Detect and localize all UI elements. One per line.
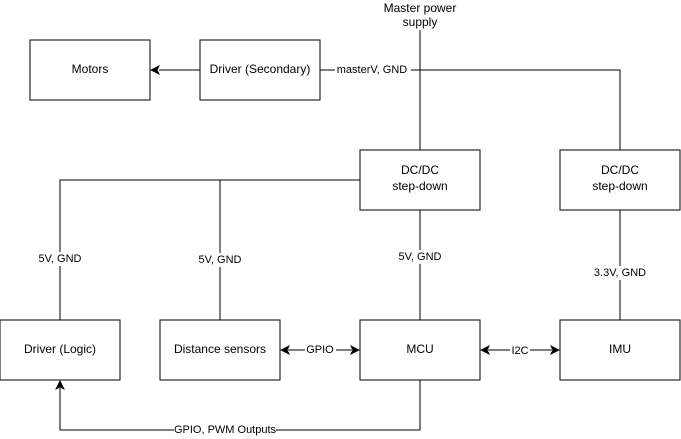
- distance-sensors-box: Distance sensors: [159, 319, 281, 381]
- gpio-pwm-label: GPIO, PWM Outputs: [174, 424, 277, 436]
- motors-label: Motors: [72, 62, 109, 76]
- driver-logic-arrowhead: [55, 380, 65, 390]
- mcu-supply-label: 5V, GND: [398, 251, 441, 263]
- gpio-right-arrowhead: [350, 345, 360, 355]
- distance-sensors-label: Distance sensors: [174, 342, 266, 356]
- master-bus-label: masterV, GND: [337, 64, 408, 76]
- gpio-label: GPIO: [306, 344, 334, 356]
- dcdc-imu-label-line2: step-down: [592, 179, 647, 193]
- master-power-supply-label-line1: Master power: [384, 1, 457, 15]
- imu-supply-label: 3.3V, GND: [594, 267, 646, 279]
- gpio-pwm-link: [59, 380, 421, 431]
- driver-logic-supply-label: 5V, GND: [38, 253, 81, 265]
- imu-label: IMU: [609, 342, 631, 356]
- driver-secondary-label: Driver (Secondary): [210, 62, 311, 76]
- master-power-supply-label-line2: supply: [403, 15, 438, 29]
- i2c-right-arrowhead: [550, 345, 560, 355]
- dcdc-to-driver-logic-wire: [59, 179, 360, 320]
- motors-box: Motors: [29, 39, 151, 101]
- mcu-box: MCU: [359, 319, 481, 381]
- distance-sensors-supply-label: 5V, GND: [198, 254, 241, 266]
- imu-box: IMU: [559, 319, 681, 381]
- master-bus-wire: [320, 69, 621, 150]
- driver-logic-box: Driver (Logic): [0, 319, 121, 381]
- motors-arrowhead: [150, 65, 160, 75]
- dcdc-imu-label-line1: DC/DC: [601, 163, 639, 177]
- dcdc-main-box: DC/DC step-down: [359, 149, 481, 211]
- dcdc-main-label-line2: step-down: [392, 179, 447, 193]
- dcdc-imu-box: DC/DC step-down: [559, 149, 681, 211]
- i2c-label: I2C: [511, 345, 528, 357]
- driver-secondary-box: Driver (Secondary): [199, 39, 321, 101]
- dcdc-main-label-line1: DC/DC: [401, 163, 439, 177]
- driver-logic-label: Driver (Logic): [24, 342, 96, 356]
- mcu-label: MCU: [406, 342, 433, 356]
- i2c-left-arrowhead: [480, 345, 490, 355]
- gpio-left-arrowhead: [280, 345, 290, 355]
